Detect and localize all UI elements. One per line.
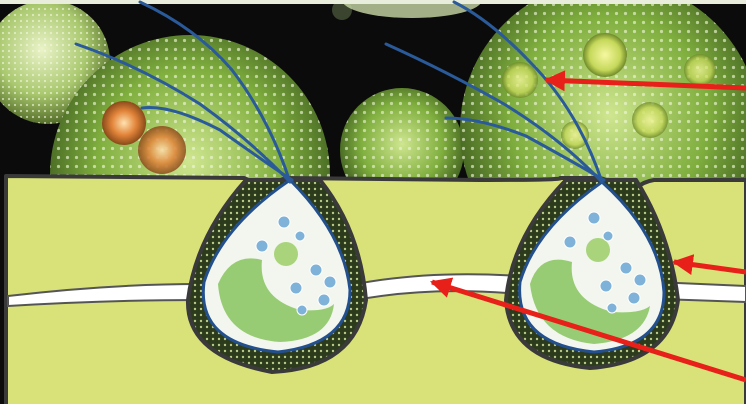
daughter-colony-yellow [684,54,716,86]
daughter-colony-orange [138,126,186,174]
bottom-strip [0,404,746,414]
daughter-colony-yellow [632,102,668,138]
daughter-colony-yellow [561,121,589,149]
daughter-colony-yellow [502,62,538,98]
daughter-colony-orange [102,101,146,145]
daughter-colony-yellow [583,33,627,77]
pyrenoid-right [586,238,610,262]
pyrenoid-left [274,242,298,266]
top-border [0,0,746,4]
